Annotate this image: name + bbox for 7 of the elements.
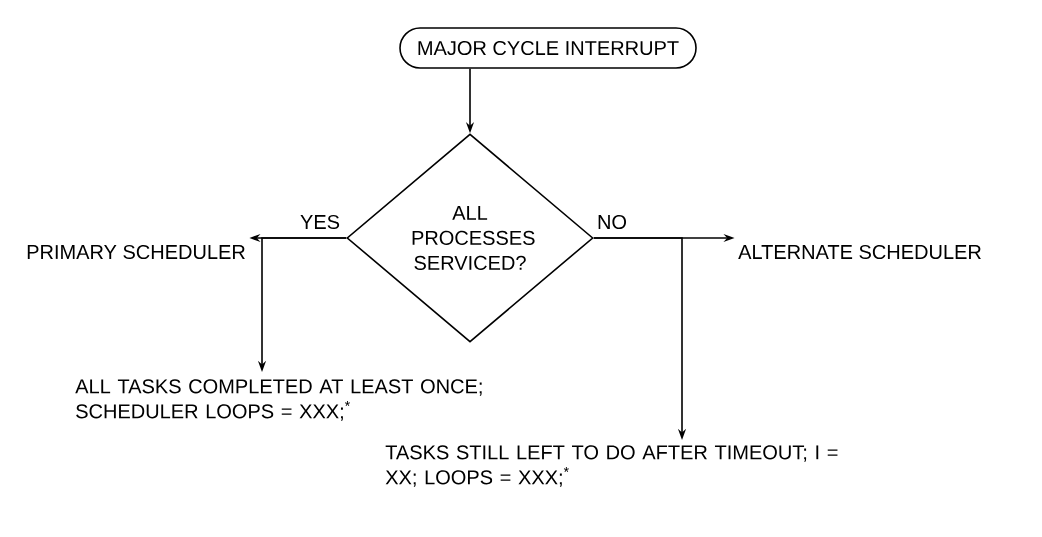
edge-label: YES (299, 213, 341, 231)
result-text: ALL TASKS COMPLETED AT LEAST ONCE; SCHEDULER LOOPS = XXX;$^{*}$ (75, 379, 482, 421)
result-text: TASKS STILL LEFT TO DO AFTER TIMEOUT; I = XX; LOOPS = XXX;$^{*}$ (385, 445, 838, 487)
edge-label: NO (596, 213, 628, 231)
terminal-box: MAJOR CYCLE INTERRUPT (399, 27, 697, 69)
outcome-text: ALTERNATE SCHEDULER (738, 244, 981, 260)
outcome-text: PRIMARY SCHEDULER (27, 244, 245, 260)
